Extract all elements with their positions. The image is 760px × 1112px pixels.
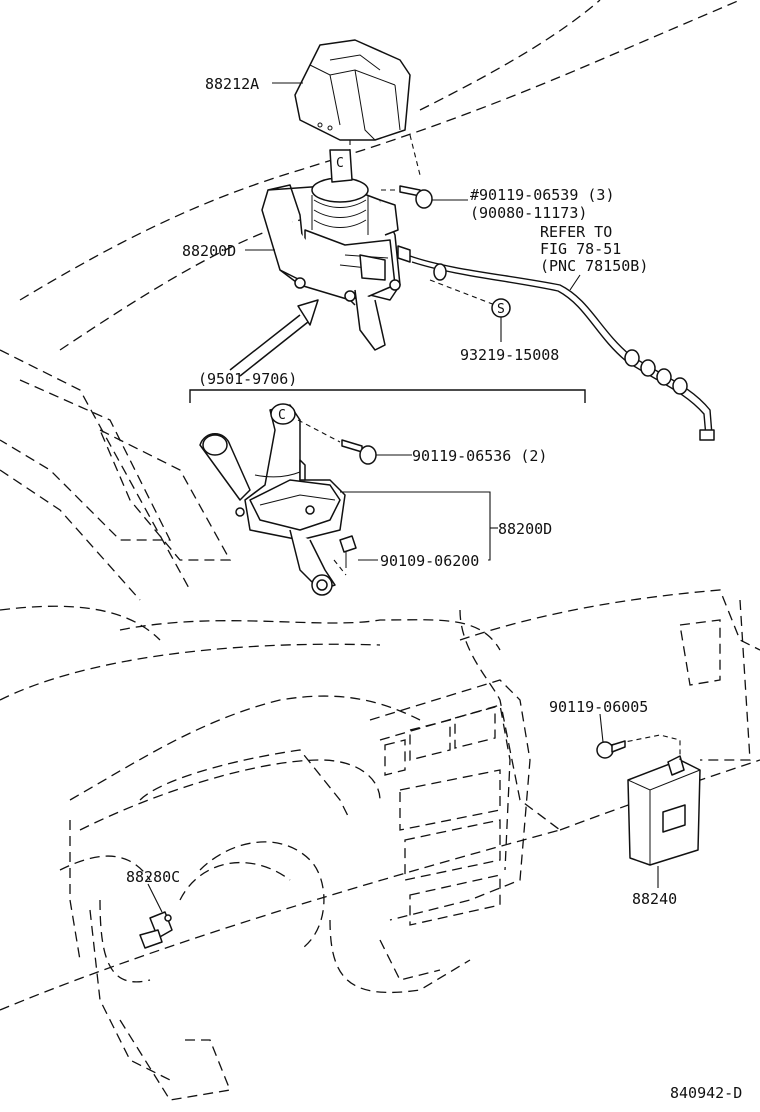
bolt-90119-06536 <box>341 439 377 465</box>
instrument-panel <box>59 679 531 1101</box>
bolt-head-symbol-2: C <box>278 408 286 423</box>
label-88200d-lower: 88200D <box>498 520 552 538</box>
leader-bolt-ecu <box>599 713 604 743</box>
actuator-88200d: C <box>261 149 401 351</box>
body-outline <box>0 0 760 1011</box>
label-refer-1: REFER TO <box>540 223 612 241</box>
label-88240: 88240 <box>632 890 677 908</box>
cover-88212a <box>294 39 411 141</box>
clip-symbol: S <box>497 302 505 317</box>
bolt-guide <box>297 419 341 443</box>
label-88200d-top: 88200D <box>182 242 236 260</box>
nut-90109-06200 <box>333 535 357 576</box>
leader-88280c <box>147 883 163 913</box>
label-88280c: 88280C <box>126 868 180 886</box>
bolt-90119-06539 <box>380 185 433 209</box>
clip-93219-15008: S <box>491 298 511 318</box>
label-clip: 93219-15008 <box>460 346 559 364</box>
bolt-90119-06005 <box>596 740 626 759</box>
switch-88280c <box>139 911 173 949</box>
label-bolt-ecu: 90119-06005 <box>549 698 648 716</box>
leader-refer <box>569 274 581 291</box>
bolt-head-symbol: C <box>336 156 344 171</box>
label-bolt-top-1: #90119-06539 (3) <box>470 186 615 204</box>
label-bolt-top-2: (90080-11173) <box>470 204 587 222</box>
date-range-bracket <box>189 389 586 403</box>
control-cable <box>397 245 715 441</box>
label-date-range: (9501-9706) <box>198 370 297 388</box>
ecu-88240 <box>609 734 701 866</box>
label-bolt-lower: 90119-06536 (2) <box>412 447 547 465</box>
label-refer-3: (PNC 78150B) <box>540 257 648 275</box>
callout-arrow <box>229 299 319 377</box>
guide-line <box>409 134 421 176</box>
figure-code: 840942-D <box>670 1084 742 1102</box>
clip-guide <box>429 279 496 306</box>
label-nut: 90109-06200 <box>380 552 479 570</box>
leader-bracket-88200d <box>340 491 491 561</box>
actuator-88200d-variant: C <box>199 403 346 596</box>
label-88212a: 88212A <box>205 75 259 93</box>
label-refer-2: FIG 78-51 <box>540 240 621 258</box>
